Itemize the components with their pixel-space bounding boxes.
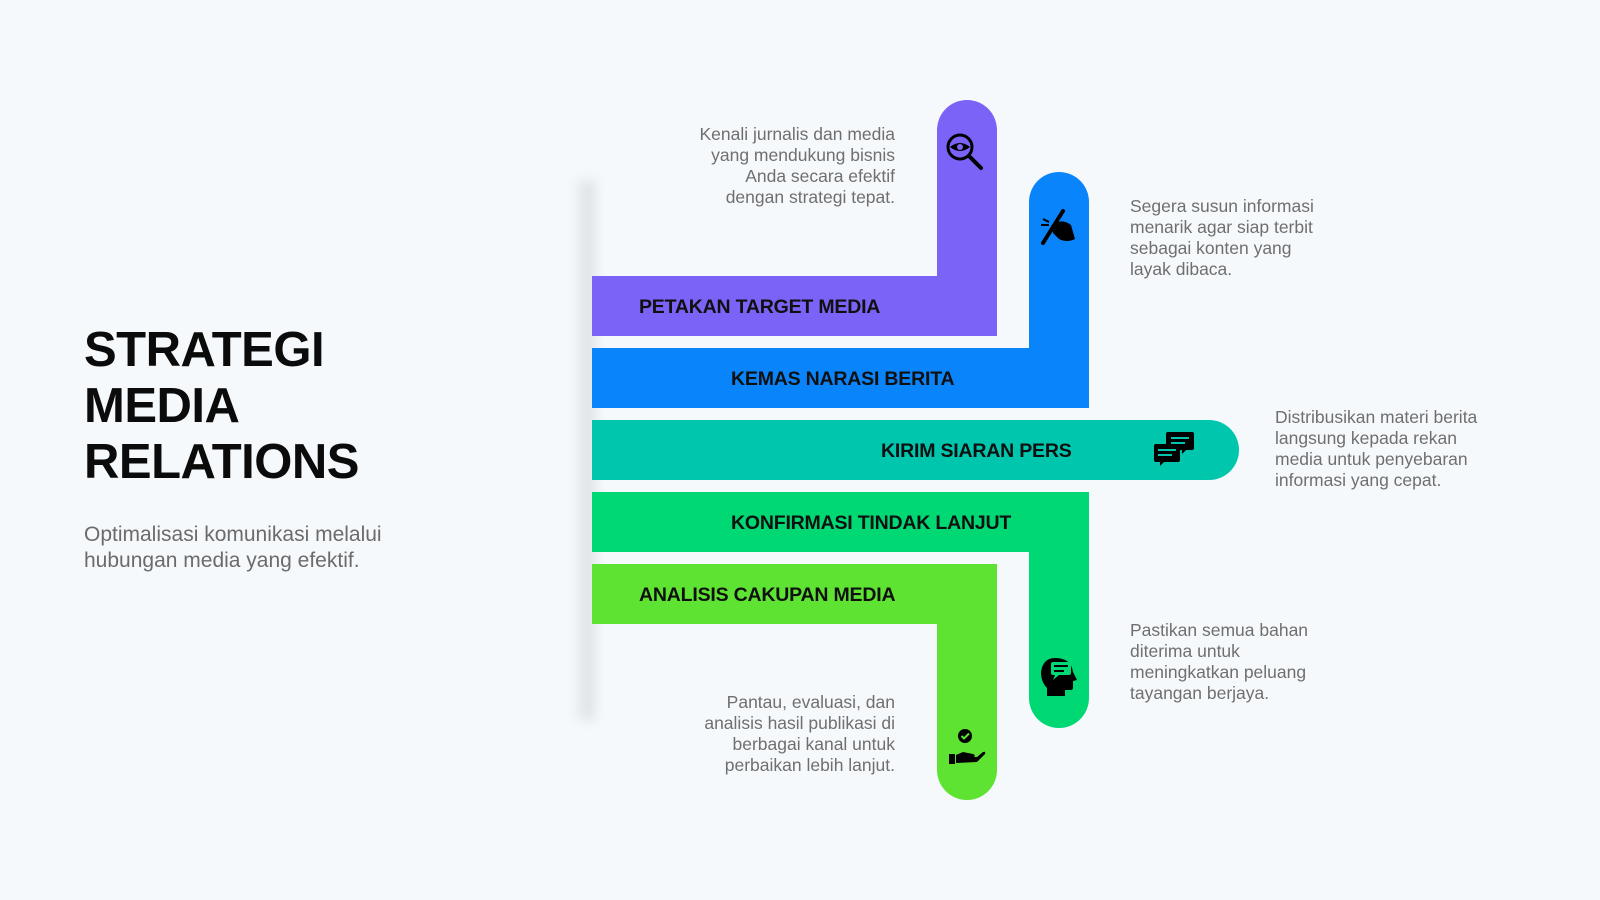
page-subtitle: Optimalisasi komunikasi melalui hubungan… [84,522,444,574]
step-1-bar [592,100,997,336]
step-3-bar [592,420,1239,480]
description-line: sebagai konten yang [1130,238,1292,258]
magnifier-eye-icon [946,133,983,170]
description-line: Distribusikan materi berita [1275,407,1478,427]
title-line: RELATIONS [84,435,359,489]
step-3-description: Distribusikan materi berita langsung kep… [1275,407,1477,491]
description-line: perbaikan lebih lanjut. [724,755,895,775]
step-1-shape [592,100,997,336]
description-line: diterima untuk [1130,641,1240,661]
bar-shadow [572,180,594,720]
description-line: langsung kepada rekan [1275,428,1457,448]
step-4-shape [592,492,1089,728]
step-4-description: Pastikan semua bahan diterima untuk meni… [1130,620,1308,704]
head-message-icon [1041,658,1077,696]
description-line: Anda secara efektif [745,166,895,186]
step-2-description: Segera susun informasi menarik agar siap… [1130,196,1314,280]
description-line: menarik agar siap terbit [1130,217,1313,237]
step-3-shape [592,420,1239,480]
description-line: tayangan berjaya. [1130,683,1270,703]
description-line: Segera susun informasi [1130,196,1314,216]
step-5-description: Pantau, evaluasi, dan analisis hasil pub… [704,692,895,776]
page-title: STRATEGI MEDIA RELATIONS [84,322,359,490]
step-2-label: KEMAS NARASI BERITA [731,368,955,390]
description-line: Pastikan semua bahan [1130,620,1309,640]
description-line: meningkatkan peluang [1130,662,1307,682]
step-2-bar [592,172,1089,408]
step-5-shape [592,564,997,800]
step-2-shape [592,172,1089,408]
description-line: informasi yang cepat. [1275,470,1442,490]
subtitle-line: hubungan media yang efektif. [84,549,360,572]
step-4-label: KONFIRMASI TINDAK LANJUT [731,512,1012,534]
description-line: media untuk penyebaran [1275,449,1468,469]
description-line: berbagai kanal untuk [732,734,895,754]
description-line: layak dibaca. [1130,259,1233,279]
step-5-bar [592,564,997,800]
hand-pen-icon [1041,209,1075,245]
subtitle-line: Optimalisasi komunikasi melalui [84,523,382,546]
title-line: MEDIA [84,379,240,433]
step-1-label: PETAKAN TARGET MEDIA [639,296,881,318]
chat-bubbles-icon [1154,432,1194,466]
description-line: Kenali jurnalis dan media [699,124,895,144]
description-line: yang mendukung bisnis [711,145,895,165]
description-line: Pantau, evaluasi, dan [726,692,895,712]
description-line: analisis hasil publikasi di [704,713,895,733]
step-4-bar [592,492,1089,728]
step-1-description: Kenali jurnalis dan media yang mendukung… [699,124,895,208]
step-3-label: KIRIM SIARAN PERS [881,440,1072,462]
description-line: dengan strategi tepat. [725,187,895,207]
hand-check-icon [949,729,986,764]
title-line: STRATEGI [84,323,325,377]
step-5-label: ANALISIS CAKUPAN MEDIA [639,584,896,606]
